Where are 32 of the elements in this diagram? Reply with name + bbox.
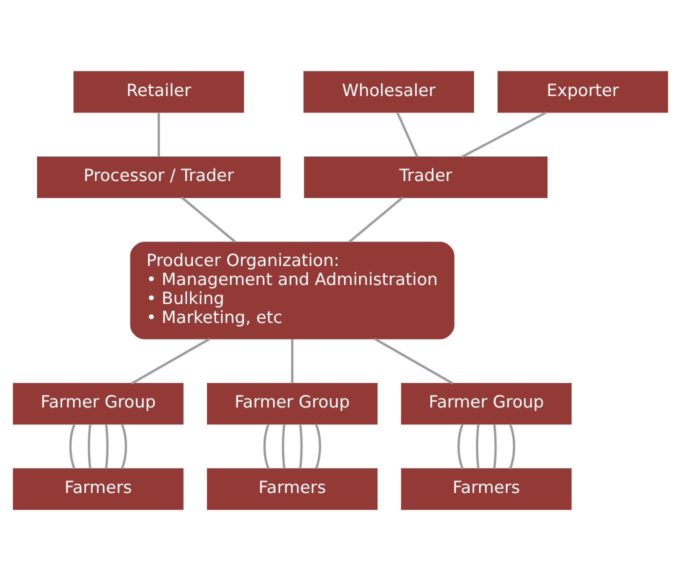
node-box: Farmer Group: [206, 383, 378, 425]
connector: [396, 112, 418, 158]
connector: [508, 424, 515, 470]
connector: [298, 424, 302, 469]
connector: [157, 112, 160, 157]
connector: [492, 424, 496, 469]
node-box: Producer Organization: • Management and Administration • Bulking • Marketing, etc: [130, 242, 454, 340]
connector: [314, 424, 321, 470]
connector: [290, 339, 293, 384]
node-box: Farmer Group: [400, 383, 572, 425]
connector: [348, 196, 404, 243]
connector: [104, 424, 108, 469]
node-box: Wholesaler: [302, 71, 474, 113]
node-box: Processor / Trader: [36, 156, 280, 198]
connector: [374, 338, 453, 384]
node-box: Farmers: [400, 468, 572, 510]
connector: [460, 111, 546, 158]
connector: [130, 338, 210, 384]
connector: [87, 424, 91, 469]
connector: [180, 196, 236, 243]
node-box: Retailer: [73, 71, 244, 113]
node-box: Farmers: [206, 468, 378, 510]
connector: [281, 424, 285, 469]
connector: [262, 424, 269, 470]
node-box: Farmer Group: [12, 383, 183, 425]
node-box: Trader: [304, 156, 547, 198]
node-box: Farmers: [12, 468, 183, 510]
connector: [68, 424, 75, 470]
connector: [456, 424, 464, 470]
connector: [475, 424, 479, 469]
node-box: Exporter: [497, 71, 668, 113]
connector: [120, 424, 127, 470]
